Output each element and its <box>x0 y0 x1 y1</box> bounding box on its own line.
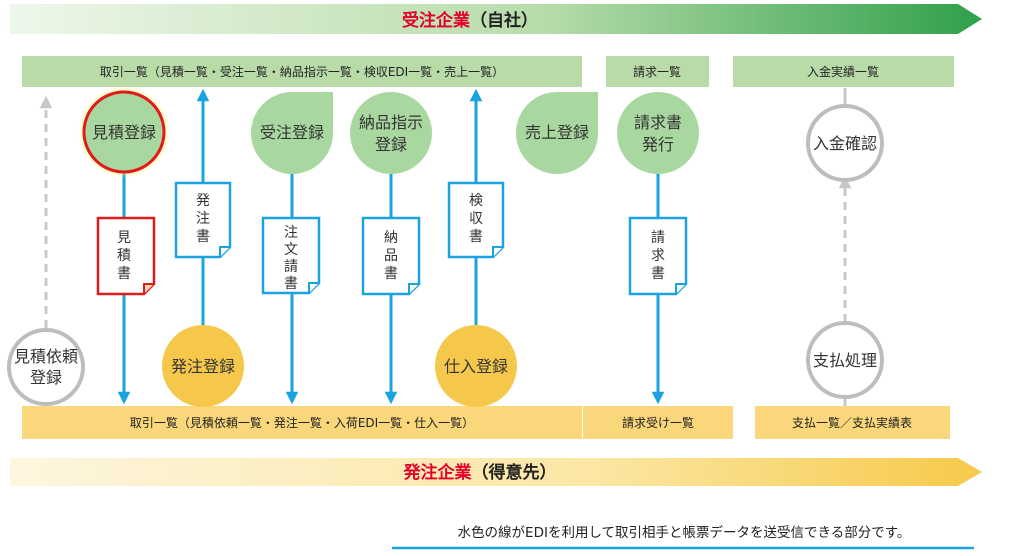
estimate-request-label: 登録 <box>30 368 62 387</box>
payment-confirm-node: 入金確認 <box>806 104 884 182</box>
edi-note-text: 水色の線がEDIを利用して取引相手と帳票データを送受信できる部分です。 <box>458 524 911 541</box>
inspection-document: 検 収 書 <box>447 181 505 259</box>
delivery-instruction-label: 登録 <box>375 135 407 154</box>
top-invoices-bar <box>606 56 709 87</box>
payment-process-label: 支払処理 <box>813 351 877 370</box>
edi-note: 水色の線がEDIを利用して取引相手と帳票データを送受信できる部分です。 <box>392 524 974 550</box>
delivery-document: 納 品 書 <box>361 216 421 296</box>
estimate-doc-char: 積 <box>117 248 131 264</box>
delivery-instruction-label: 納品指示 <box>359 113 423 132</box>
top-invoices-label: 請求一覧 <box>633 65 681 79</box>
order-confirmation-doc-char: 書 <box>284 276 298 292</box>
estimate-request-node: 見積依頼 登録 <box>7 328 85 406</box>
bottom-payments-label: 支払一覧／支払実績表 <box>792 415 912 430</box>
delivery-instruction-node: 納品指示 登録 <box>350 92 432 174</box>
delivery-doc-char: 納 <box>384 230 398 246</box>
top-band: 受注企業（自社） <box>10 4 982 34</box>
order-confirmation-doc-char: 注 <box>284 225 298 241</box>
bottom-nodes: 見積依頼 登録 発注登録 仕入登録 支払処理 <box>7 321 884 407</box>
purchase-order-doc-char: 書 <box>196 229 210 245</box>
invoice-issue-label: 発行 <box>642 135 674 154</box>
inspection-doc-char: 検 <box>469 193 483 209</box>
top-transactions-bar <box>22 56 582 87</box>
top-payments-received-bar <box>733 56 954 87</box>
sales-register-node: 売上登録 <box>516 92 598 174</box>
order-confirmation-doc-char: 文 <box>284 242 298 258</box>
top-band-title: 受注企業（自社） <box>402 10 538 31</box>
top-payments-received-label: 入金実績一覧 <box>807 64 879 79</box>
bottom-payments-bar <box>755 406 950 439</box>
estimate-request-label: 見積依頼 <box>14 347 78 366</box>
estimate-register-label: 見積登録 <box>92 123 156 142</box>
order-register-label: 受注登録 <box>260 123 324 142</box>
bottom-invoices-received-label: 請求受け一覧 <box>622 416 694 430</box>
invoice-doc-char: 求 <box>651 248 665 264</box>
estimate-document: 見 積 書 <box>96 216 156 296</box>
delivery-doc-char: 書 <box>384 266 398 282</box>
bottom-band: 発注企業（得意先） <box>10 458 982 486</box>
order-confirmation-doc-char: 請 <box>284 259 298 275</box>
purchase-order-register-label: 発注登録 <box>171 357 235 376</box>
purchase-order-document: 発 注 書 <box>174 181 232 259</box>
estimate-doc-char: 見 <box>117 230 131 246</box>
bottom-band-arrow <box>10 458 982 486</box>
order-register-node: 受注登録 <box>251 92 333 174</box>
estimate-doc-char: 書 <box>117 266 131 282</box>
purchase-register-node: 仕入登録 <box>435 325 517 407</box>
delivery-doc-char: 品 <box>384 248 398 264</box>
invoice-issue-node: 請求書 発行 <box>617 92 699 174</box>
bottom-transactions-bar <box>22 406 582 439</box>
purchase-order-register-node: 発注登録 <box>162 325 244 407</box>
payment-confirm-label: 入金確認 <box>813 134 877 153</box>
purchase-register-label: 仕入登録 <box>444 357 508 376</box>
invoice-document: 請 求 書 <box>628 216 688 296</box>
invoice-doc-char: 請 <box>651 230 665 246</box>
invoice-doc-char: 書 <box>651 266 665 282</box>
bottom-transactions-label: 取引一覧（見積依頼一覧・発注一覧・入荷EDI一覧・仕入一覧） <box>130 415 474 430</box>
bottom-invoices-received-bar <box>583 406 733 439</box>
documents: 見 積 書 発 注 書 注 文 請 書 納 品 書 <box>96 181 688 296</box>
estimate-register-node: 見積登録 <box>78 86 170 178</box>
purchase-order-doc-char: 発 <box>196 193 210 209</box>
top-transactions-label: 取引一覧（見積一覧・受注一覧・納品指示一覧・検収EDI一覧・売上一覧） <box>100 64 504 79</box>
purchase-order-doc-char: 注 <box>196 211 210 227</box>
order-confirmation-document: 注 文 請 書 <box>261 216 321 295</box>
top-band-arrow <box>10 4 982 34</box>
bottom-bars: 取引一覧（見積依頼一覧・発注一覧・入荷EDI一覧・仕入一覧） 請求受け一覧 支払… <box>22 406 950 439</box>
top-bars: 取引一覧（見積一覧・受注一覧・納品指示一覧・検収EDI一覧・売上一覧） 請求一覧… <box>22 56 954 87</box>
inspection-doc-char: 書 <box>469 229 483 245</box>
payment-process-node: 支払処理 <box>806 321 884 399</box>
sales-register-label: 売上登録 <box>525 123 589 142</box>
inspection-doc-char: 収 <box>469 211 483 227</box>
gray-connectors <box>39 88 852 406</box>
invoice-issue-label: 請求書 <box>634 113 682 132</box>
top-nodes: 見積登録 受注登録 納品指示 登録 売上登録 請求書 発行 入金確認 <box>78 86 884 182</box>
bottom-band-title: 発注企業（得意先） <box>403 462 557 483</box>
